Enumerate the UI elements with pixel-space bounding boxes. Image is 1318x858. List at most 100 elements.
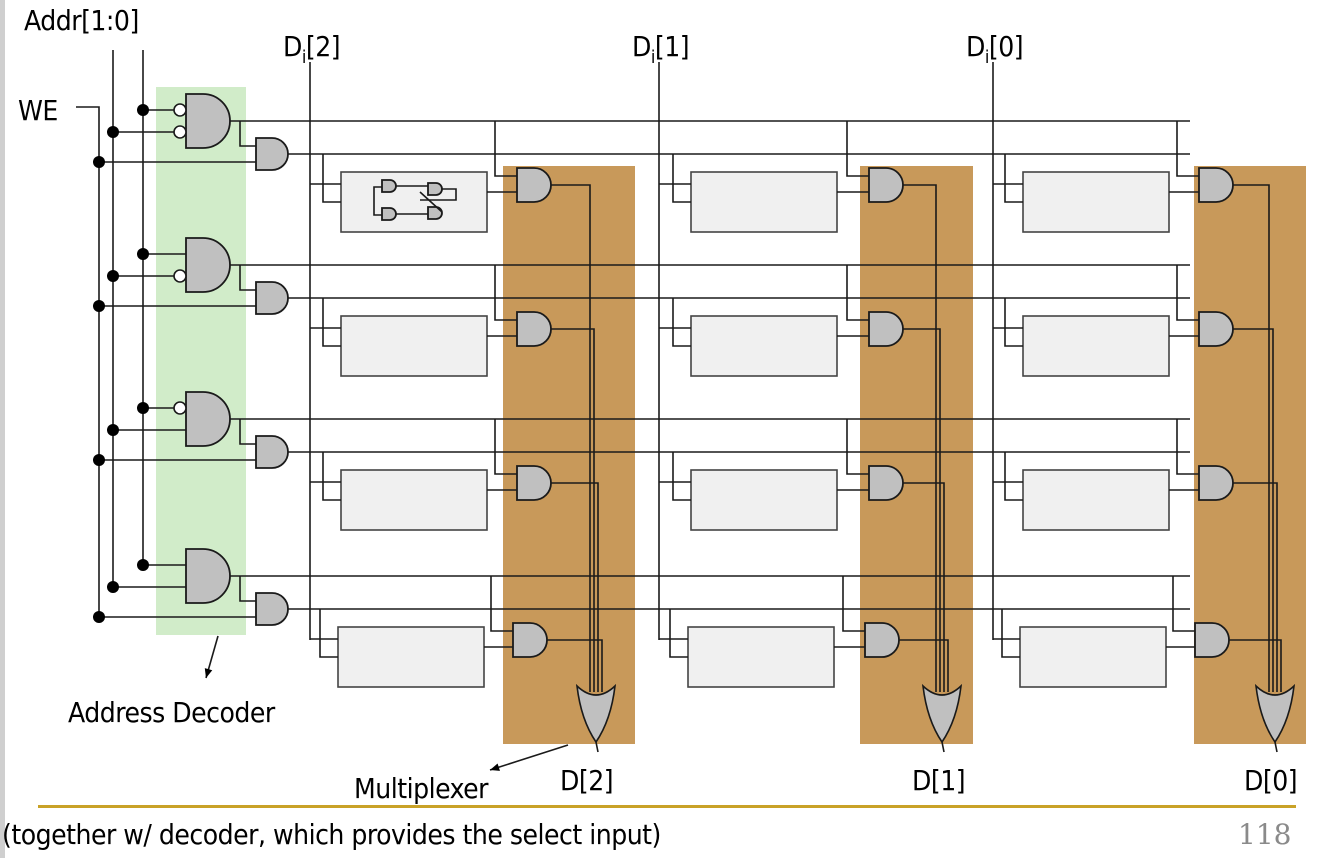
write-enable-to-cell xyxy=(672,298,691,347)
footer-rule xyxy=(38,805,1296,808)
mux-output-wire xyxy=(941,741,945,753)
junction-dot xyxy=(137,559,149,571)
read-to-mux xyxy=(899,639,949,692)
decoder-highlight xyxy=(156,87,246,635)
read-and-gate xyxy=(1194,622,1230,658)
write-enable-to-cell xyxy=(1004,298,1023,347)
read-to-mux xyxy=(551,482,599,692)
read-to-mux xyxy=(1233,184,1270,692)
decoder-and-gate xyxy=(185,237,231,293)
wordline-to-read-and xyxy=(1176,265,1199,321)
wordline-to-we-and xyxy=(239,576,256,602)
read-and-gate xyxy=(1198,167,1234,203)
read-to-mux xyxy=(551,184,591,692)
write-enable-to-cell xyxy=(322,298,341,347)
addr-label: Addr[1:0] xyxy=(24,4,139,37)
read-and-gate xyxy=(864,622,900,658)
caption: (together w/ decoder, which provides the… xyxy=(2,818,661,851)
read-to-mux xyxy=(547,639,603,692)
latch-wire xyxy=(419,191,443,213)
read-to-mux xyxy=(551,328,595,692)
wordline-to-read-and xyxy=(1176,419,1199,475)
read-to-mux xyxy=(903,184,937,692)
wordline-to-we-and xyxy=(239,121,256,147)
data-in-2-label: Di[2] xyxy=(283,30,341,68)
write-enable-to-cell xyxy=(322,154,341,203)
data-in-0-label: Di[0] xyxy=(966,30,1024,68)
write-enable-to-cell xyxy=(672,154,691,203)
write-enable-to-cell xyxy=(319,609,338,658)
wordline-to-read-and xyxy=(1172,576,1195,632)
read-to-mux xyxy=(1233,328,1274,692)
write-enable-to-cell xyxy=(1004,452,1023,501)
read-and-gate xyxy=(868,465,904,501)
mux-or-gate xyxy=(575,683,617,744)
inverter-bubble xyxy=(173,125,187,139)
decoder-arrow-head xyxy=(204,668,213,678)
write-enable-and-gate xyxy=(255,281,289,315)
wordline-to-read-and xyxy=(494,419,517,475)
read-and-gate xyxy=(1198,465,1234,501)
data-out-2-label: D[2] xyxy=(560,764,614,797)
mux-arrow-head xyxy=(490,763,500,771)
memory-cell xyxy=(690,171,838,233)
wordline-to-read-and xyxy=(1176,121,1199,177)
write-enable-to-cell xyxy=(669,609,688,658)
latch-and-gate xyxy=(381,207,397,221)
read-to-mux xyxy=(1233,482,1278,692)
read-to-mux xyxy=(903,482,945,692)
write-enable-and-gate xyxy=(255,137,289,171)
write-enable-and-gate xyxy=(255,435,289,469)
decoder-and-gate xyxy=(185,391,231,447)
memory-cell xyxy=(1022,315,1170,377)
decoder-and-gate xyxy=(185,93,231,149)
slide-left-border xyxy=(0,0,5,858)
memory-cell xyxy=(690,469,838,531)
memory-cell xyxy=(1019,626,1167,688)
junction-dot xyxy=(137,402,149,414)
latch-and-gate xyxy=(427,206,443,220)
junction-dot xyxy=(107,581,119,593)
junction-dot xyxy=(107,126,119,138)
write-enable-to-cell xyxy=(1001,609,1020,658)
latch-and-gate xyxy=(427,182,443,196)
mux-or-gate xyxy=(921,683,963,744)
memory-cell xyxy=(340,171,488,233)
wordline-to-read-and xyxy=(846,419,869,475)
junction-dot xyxy=(93,611,105,623)
wordline-to-read-and xyxy=(494,265,517,321)
wordline-to-read-and xyxy=(846,121,869,177)
we-line xyxy=(76,106,100,616)
junction-dot xyxy=(137,248,149,260)
wordline-to-we-and xyxy=(239,419,256,445)
wordline-to-read-and xyxy=(490,576,513,632)
address-decoder-label: Address Decoder xyxy=(68,696,275,729)
junction-dot xyxy=(93,156,105,168)
data-out-0-label: D[0] xyxy=(1244,764,1298,797)
junction-dot xyxy=(93,454,105,466)
read-and-gate xyxy=(1198,311,1234,347)
multiplexer-label: Multiplexer xyxy=(354,772,488,805)
latch-and-gate xyxy=(381,179,397,193)
memory-cell xyxy=(337,626,485,688)
memory-cell xyxy=(687,626,835,688)
memory-cell xyxy=(340,469,488,531)
junction-dot xyxy=(93,300,105,312)
mux-output-wire xyxy=(1274,741,1278,753)
mux-output-wire xyxy=(595,741,599,753)
read-to-mux xyxy=(903,328,941,692)
latch-wire xyxy=(373,194,382,216)
read-and-gate xyxy=(868,167,904,203)
data-out-1-label: D[1] xyxy=(912,764,966,797)
wordline-to-read-and xyxy=(846,265,869,321)
memory-cell xyxy=(1022,469,1170,531)
write-enable-and-gate xyxy=(255,592,289,626)
read-to-mux xyxy=(1229,639,1282,692)
junction-dot xyxy=(107,424,119,436)
latch-wire xyxy=(373,186,382,194)
mux-arrow xyxy=(489,744,569,771)
wordline-to-read-and xyxy=(842,576,865,632)
inverter-bubble xyxy=(173,103,187,117)
inverter-bubble xyxy=(173,401,187,415)
